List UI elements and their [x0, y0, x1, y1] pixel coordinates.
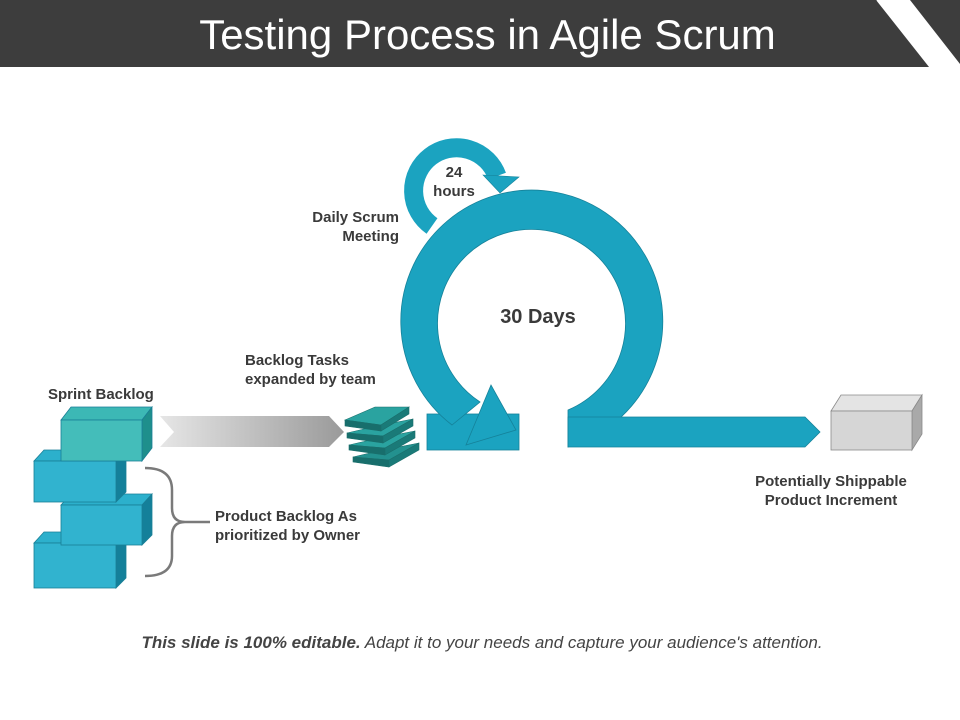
- product-backlog-label: Product Backlog As prioritized by Owner: [215, 507, 360, 545]
- task-plates-stack: [343, 406, 420, 468]
- days-label: 30 Days: [500, 306, 576, 328]
- footer-bold: This slide is 100% editable.: [141, 633, 361, 652]
- hours-unit: hours: [433, 183, 475, 200]
- brace: [144, 466, 210, 578]
- backlog-tasks-line2: expanded by team: [245, 371, 376, 388]
- product-backlog-line2: prioritized by Owner: [215, 527, 361, 544]
- daily-scrum-line2: Meeting: [342, 228, 399, 245]
- daily-scrum-line1: Daily Scrum: [312, 209, 399, 226]
- page-title: Testing Process in Agile Scrum: [199, 11, 776, 58]
- product-backlog-line1: Product Backlog As: [215, 508, 357, 525]
- gray-arrow: [160, 416, 344, 447]
- footer-rest: Adapt it to your needs and capture your …: [360, 633, 823, 652]
- shippable-line1: Potentially Shippable: [755, 473, 907, 490]
- sprint-backlog-label: Sprint Backlog: [48, 386, 154, 403]
- shippable-product-box: [830, 393, 923, 452]
- sprint-backlog-box: [60, 405, 153, 463]
- product-backlog-stack: [33, 405, 153, 589]
- footer-note: This slide is 100% editable. Adapt it to…: [0, 633, 960, 653]
- hours-label: 24 hours: [424, 163, 484, 201]
- sprint-loop-arrow: [400, 189, 821, 451]
- header-bar: [0, 0, 960, 68]
- backlog-tasks-label: Backlog Tasks expanded by team: [245, 351, 376, 389]
- shippable-line2: Product Increment: [764, 492, 898, 509]
- backlog-tasks-line1: Backlog Tasks: [245, 352, 349, 369]
- daily-loop-arrow: [404, 138, 520, 234]
- daily-scrum-label: Daily Scrum Meeting: [280, 208, 399, 246]
- hours-number: 24: [445, 164, 463, 181]
- shippable-label: Potentially Shippable Product Increment: [731, 472, 931, 510]
